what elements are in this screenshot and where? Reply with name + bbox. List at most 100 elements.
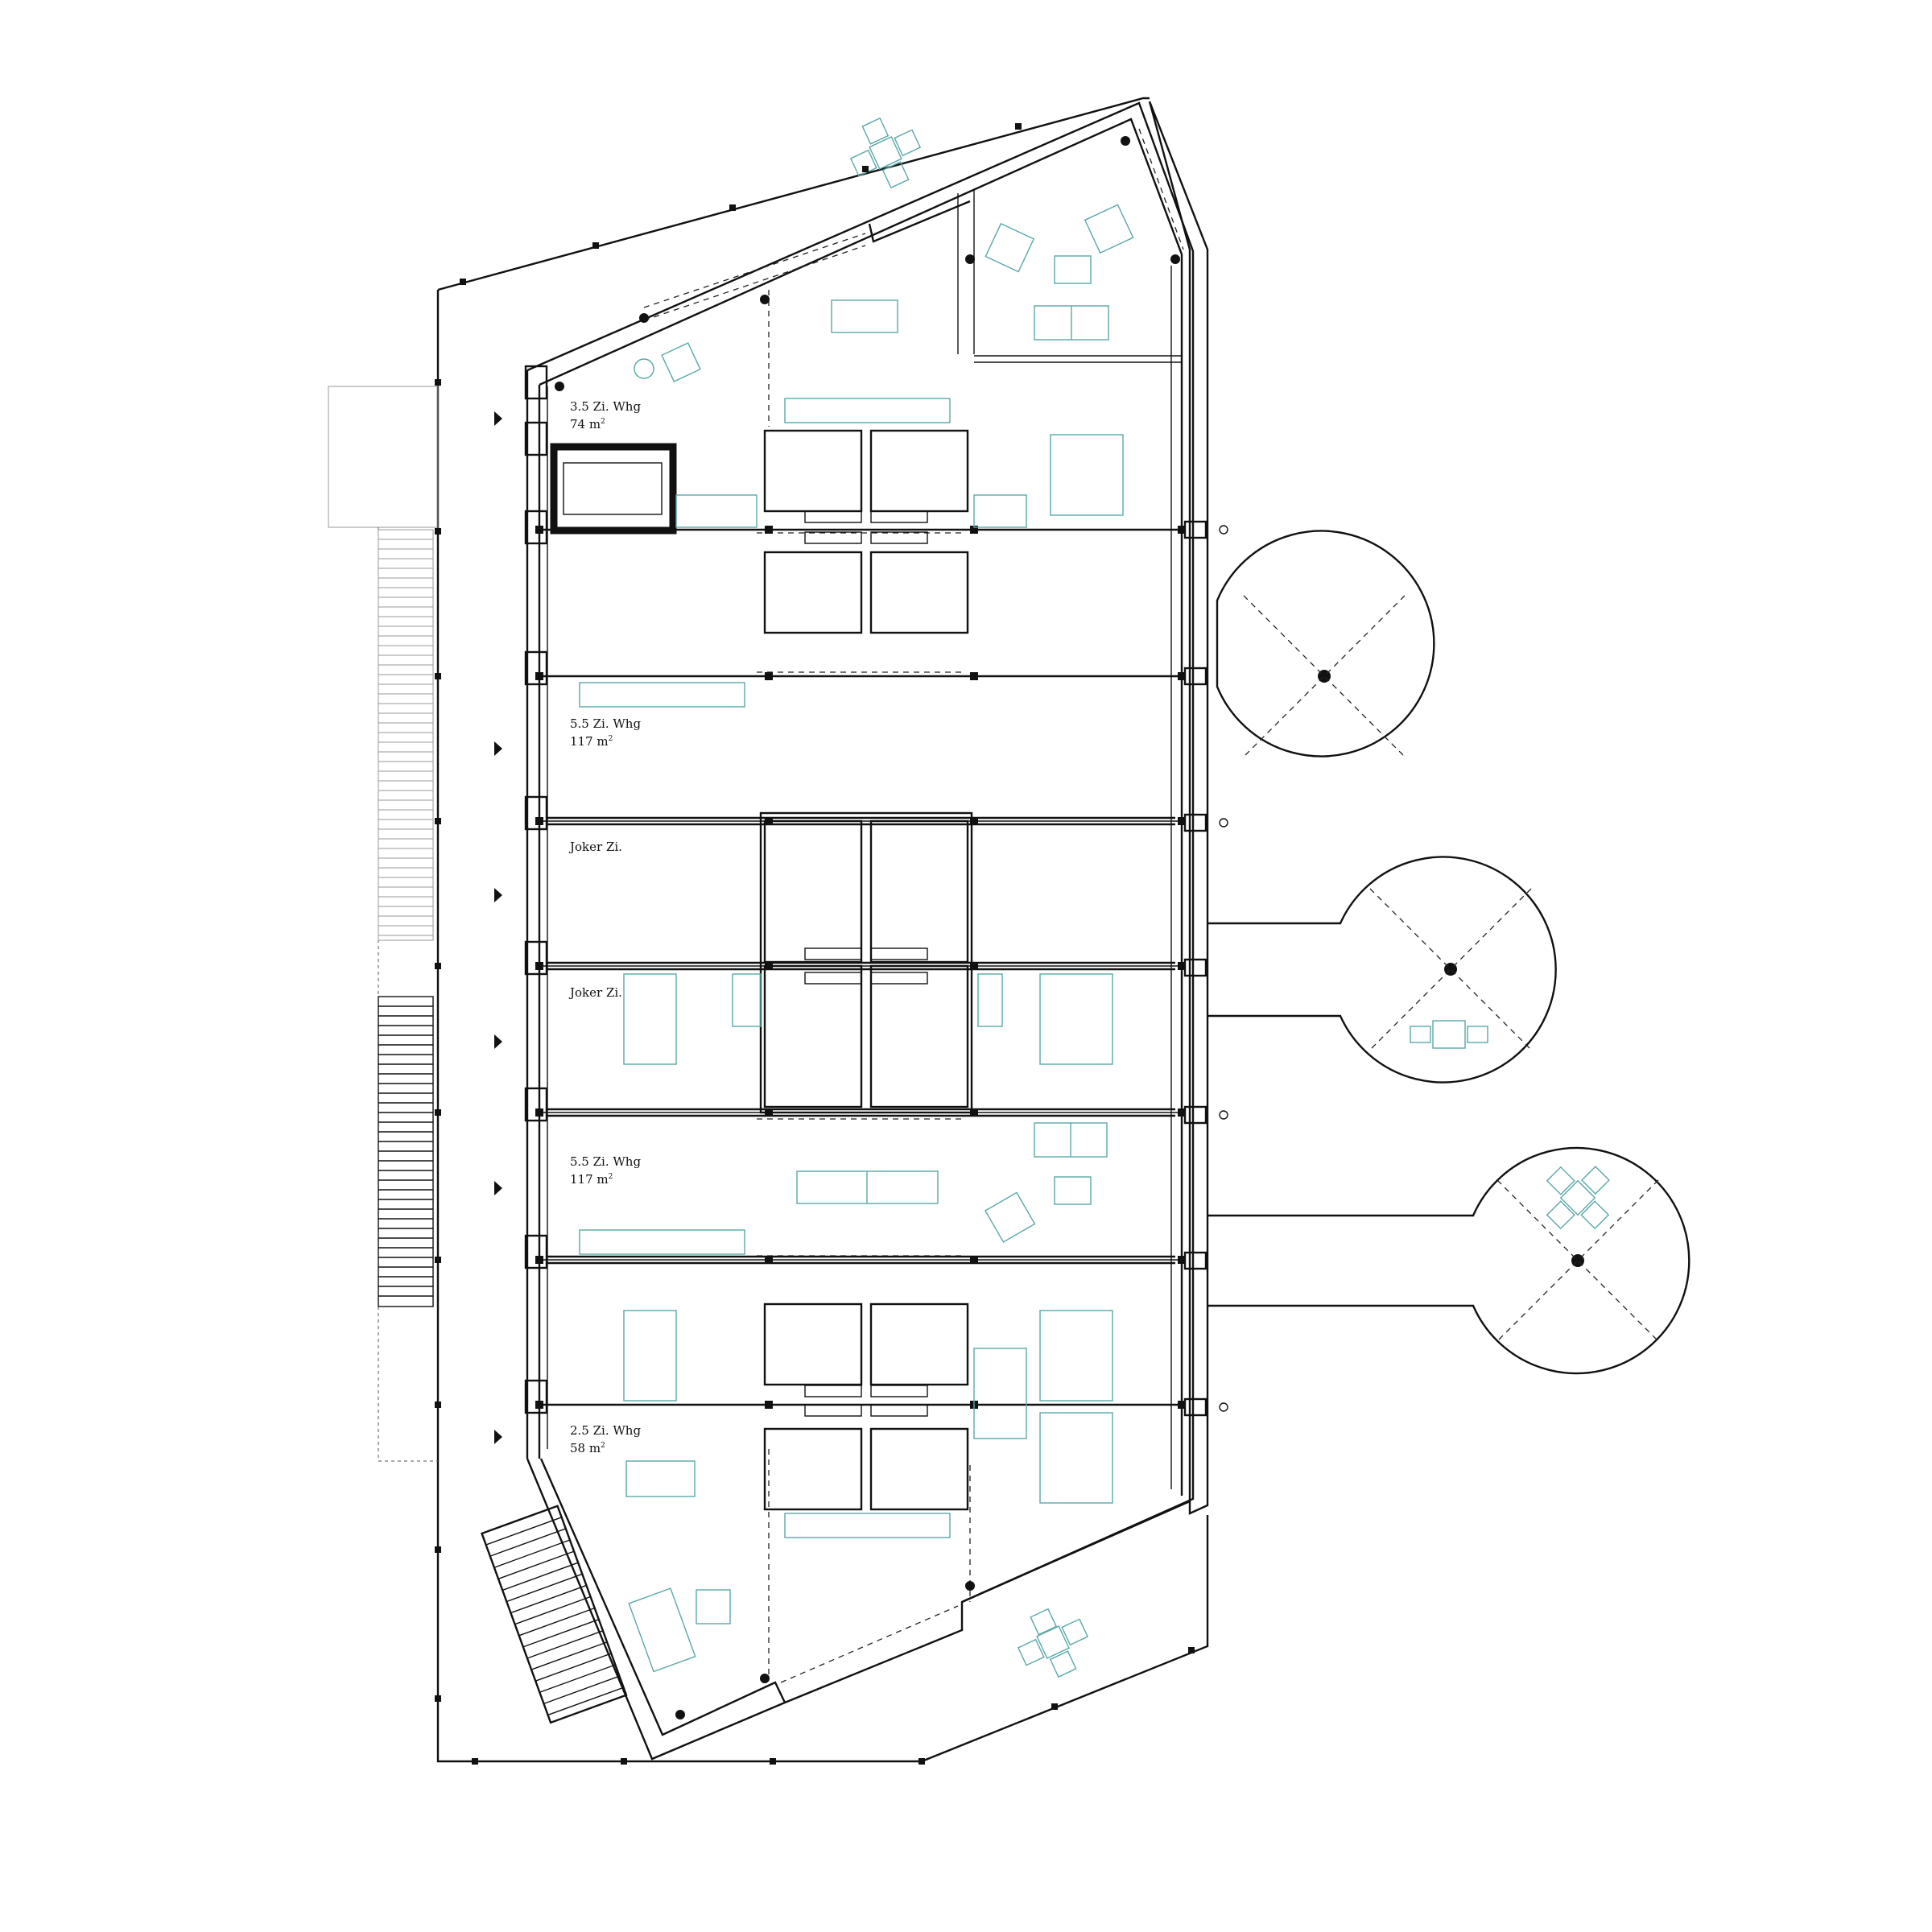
stair-tread [543, 1675, 620, 1705]
bathroom-pod [869, 819, 969, 964]
column [965, 254, 975, 264]
unit-name: 5.5 Zi. Whg [570, 1154, 642, 1169]
unit-area: 58 m2 [570, 1439, 641, 1456]
column [1170, 254, 1180, 264]
slab-tick [729, 204, 736, 211]
column [1178, 1108, 1186, 1117]
slab-tick [919, 1758, 925, 1765]
diagonal-stair [481, 1505, 628, 1724]
column [535, 1108, 543, 1117]
slab-tick [435, 1109, 441, 1116]
stair-tread [489, 1528, 567, 1557]
area-unit-exponent: 2 [601, 418, 605, 426]
column [535, 817, 543, 825]
slab-tick [862, 166, 869, 172]
furniture [579, 117, 1610, 1678]
bathroom-pod [763, 819, 863, 964]
column [970, 672, 978, 680]
shaft-duct [870, 1385, 928, 1397]
area-unit-exponent: 2 [601, 1442, 605, 1450]
stair-tread [530, 1641, 608, 1670]
unit-area: 117 m2 [570, 1170, 641, 1187]
slab-tick [435, 528, 441, 535]
facade-pilaster [524, 421, 548, 456]
window-lines [643, 128, 1184, 1683]
column [760, 295, 770, 304]
stair-tread [497, 1550, 575, 1579]
slab-tick [435, 1695, 441, 1702]
shaft-duct [804, 1385, 862, 1397]
stair-tread [547, 1686, 624, 1716]
stair-tread [535, 1653, 612, 1682]
round-balcony-2 [1208, 856, 1557, 1084]
stair-tread [485, 1517, 562, 1546]
balcony-outline [436, 97, 1209, 1763]
slab-ticks [435, 123, 1195, 1765]
stair-tread [510, 1584, 587, 1614]
entry-arrow-icon [494, 741, 502, 756]
slab-tick [435, 1257, 441, 1263]
small-circles [1219, 525, 1228, 1412]
facade-pilaster [524, 365, 548, 400]
shaft-duct [870, 510, 928, 523]
column [970, 817, 978, 825]
column [765, 1401, 773, 1409]
bathroom-pod [763, 551, 863, 634]
facade-pilasters-right [1183, 520, 1208, 1417]
shaft-duct [870, 947, 928, 960]
unit-area: 74 m2 [570, 415, 641, 432]
facade-pilaster [524, 650, 548, 686]
bathroom-pod [869, 429, 969, 513]
round-balcony-1 [1216, 530, 1435, 758]
facade-pilaster [524, 1087, 548, 1122]
slab-tick [435, 379, 441, 386]
unit-label-6: 2.5 Zi. Whg 58 m2 [570, 1423, 641, 1456]
area-value: 58 m [570, 1441, 601, 1455]
slab-tick [770, 1758, 776, 1765]
column [1121, 136, 1130, 146]
column [1178, 962, 1186, 970]
column [1178, 672, 1186, 680]
unit-name: 5.5 Zi. Whg [570, 716, 642, 731]
stair-tread [539, 1664, 616, 1693]
facade-pilaster [524, 940, 548, 976]
column [1178, 526, 1186, 534]
stair-tread [502, 1562, 579, 1591]
facade-pilaster [1183, 520, 1208, 539]
unit-label-3: Joker Zi. [570, 840, 622, 855]
column [639, 313, 649, 323]
stair-tread [506, 1573, 583, 1603]
column [1178, 1401, 1186, 1409]
slab-tick [435, 1402, 441, 1408]
stair-tread [493, 1539, 571, 1568]
bathroom-pod [869, 964, 969, 1108]
entry-arrow-icon [494, 888, 502, 902]
column [765, 1108, 773, 1117]
unit-name: Joker Zi. [570, 985, 622, 1000]
bathroom-pod [869, 1302, 969, 1386]
facade-pilaster [524, 510, 548, 545]
column [1178, 817, 1186, 825]
slab-tick [472, 1758, 478, 1765]
column [970, 526, 978, 534]
slab-tick [435, 1546, 441, 1553]
column [765, 962, 773, 970]
facade-pilaster [1183, 958, 1208, 977]
facade-pilaster [1183, 1251, 1208, 1270]
shaft-duct [804, 531, 862, 544]
facade-pilaster [524, 795, 548, 831]
area-unit-exponent: 2 [608, 735, 613, 743]
slab-tick [1015, 123, 1022, 130]
shaft-duct [804, 1404, 862, 1417]
stair-tread [526, 1630, 604, 1659]
slab-tick [1188, 1647, 1195, 1653]
stair-tread [522, 1619, 600, 1648]
bathroom-pod [763, 964, 863, 1108]
bathroom-pod [869, 551, 969, 634]
column [535, 526, 543, 534]
column [535, 1256, 543, 1264]
bathroom-pod [763, 429, 863, 513]
shaft-duct [870, 1404, 928, 1417]
slab-tick [592, 242, 599, 249]
stair-tread [514, 1596, 591, 1625]
